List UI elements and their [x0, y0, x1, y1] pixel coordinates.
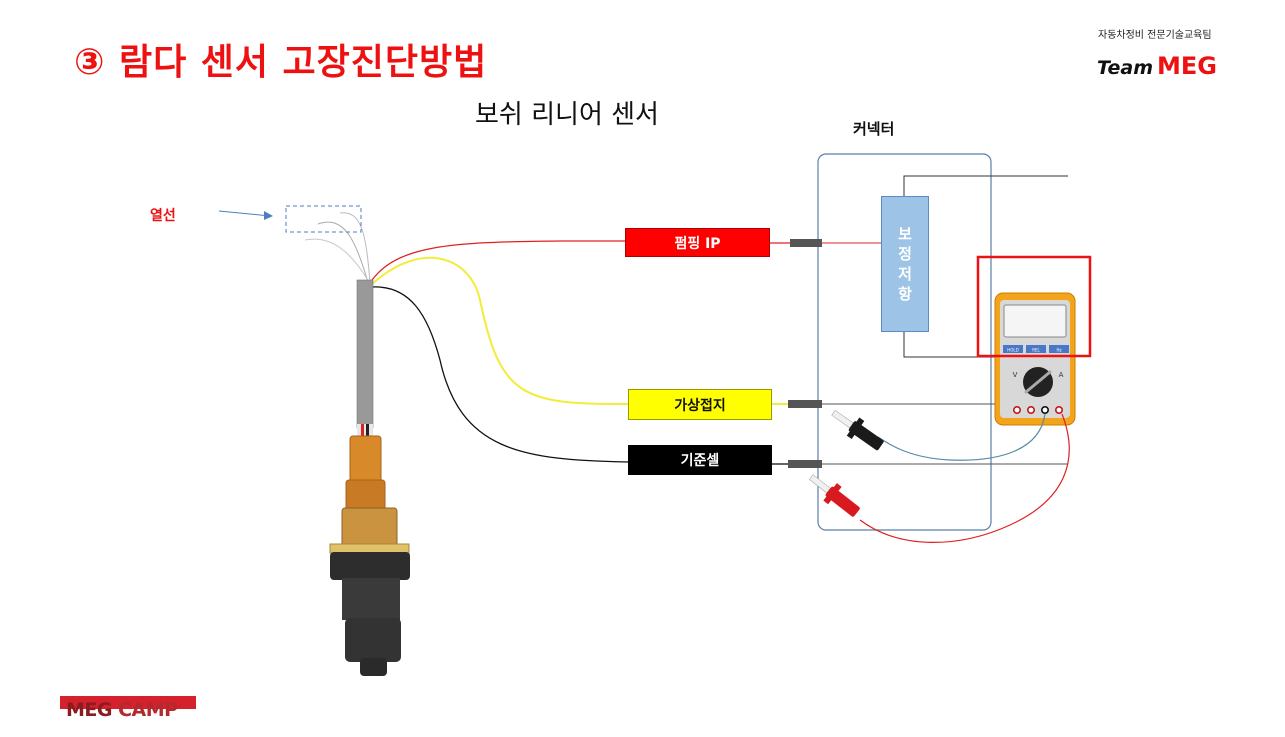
resistor-char: 보 — [898, 225, 912, 243]
multimeter-v-label: V — [1013, 371, 1018, 379]
heater-wire-2 — [339, 212, 371, 283]
black-probe-lead — [877, 413, 1046, 461]
resistor-char: 저 — [898, 265, 912, 283]
sensor-boot — [349, 435, 382, 485]
meg-camp-logo-part1: MEG — [66, 699, 112, 721]
red-probe — [809, 474, 860, 517]
sensor-probe — [345, 618, 401, 662]
sensor-shell — [341, 507, 398, 549]
slide-title: ③ 람다 센서 고장진단방법 — [74, 42, 488, 83]
multimeter-hz-label: Hz — [1056, 348, 1061, 353]
resistor-char: 항 — [898, 285, 912, 303]
reference-cell-label: 기준셀 — [628, 445, 772, 475]
multimeter-jack-1 — [1012, 405, 1021, 414]
multimeter-jack-4 — [1055, 405, 1064, 414]
black-probe — [831, 409, 884, 451]
meg-camp-logo-part2: CAMP — [118, 699, 178, 721]
team-subtitle: 자동차정비 전문기술교육팀 — [1098, 30, 1212, 41]
sensor-wire-colors — [357, 424, 373, 436]
connector-housing — [817, 153, 992, 531]
pumping-wire — [369, 240, 625, 284]
meg-camp-logo: MEG CAMP — [56, 693, 196, 723]
connector-label: 커넥터 — [853, 120, 895, 138]
sensor-tip — [360, 658, 387, 676]
sensor-hex-nut — [330, 552, 410, 580]
heater-arrow-head — [264, 211, 273, 220]
meg-camp-logo-text: MEG CAMP — [66, 699, 178, 721]
multimeter-rel-label: REL — [1032, 348, 1040, 353]
team-logo-brand: MEG — [1157, 52, 1218, 80]
multimeter-jack-com — [1041, 405, 1050, 414]
virtual-ground-label: 가상접지 — [628, 389, 772, 420]
reference-cell-wire — [371, 286, 629, 463]
resistor-bottom-lead — [903, 332, 1000, 358]
heater-wire-1 — [317, 221, 369, 283]
sensor-wire-red — [361, 424, 364, 436]
heater-dashed-box — [285, 205, 362, 233]
multimeter-hz-button — [1049, 345, 1069, 353]
pin-pumping — [790, 239, 822, 247]
sensor-flange — [329, 543, 410, 554]
sensor-crimp — [345, 479, 386, 513]
meg-camp-logo-bar — [60, 696, 196, 709]
diagram-title: 보쉬 리니어 센서 — [475, 100, 659, 130]
pin-reference-cell — [788, 460, 822, 468]
multimeter-rel-button — [1026, 345, 1046, 353]
team-logo-word: Team — [1097, 57, 1154, 79]
resistor-top-lead — [903, 175, 1068, 196]
multimeter-dial-pointer — [1024, 370, 1052, 394]
resistor-char: 정 — [898, 245, 912, 263]
multimeter-jack-2 — [1027, 405, 1036, 414]
heater-arrow — [218, 210, 271, 217]
red-probe-lead — [859, 413, 1070, 543]
multimeter-display — [1003, 304, 1067, 338]
heater-label: 열선 — [150, 208, 176, 224]
sensor-wire-black — [366, 424, 369, 436]
pin-virtual-ground — [788, 400, 822, 408]
display-highlight-box — [976, 255, 1092, 358]
heater-wire-3 — [304, 238, 370, 283]
pumping-ip-label: 펌핑 IP — [625, 228, 770, 257]
sensor-thread — [342, 578, 400, 620]
compensation-resistor: 보 정 저 항 — [881, 196, 929, 332]
multimeter-hold-label: HOLD — [1007, 348, 1018, 353]
virtual-ground-wire — [370, 256, 629, 406]
sensor-cable-sheath — [356, 279, 374, 429]
multimeter-a-label: A — [1059, 371, 1064, 379]
multimeter-hold-button — [1003, 345, 1023, 353]
